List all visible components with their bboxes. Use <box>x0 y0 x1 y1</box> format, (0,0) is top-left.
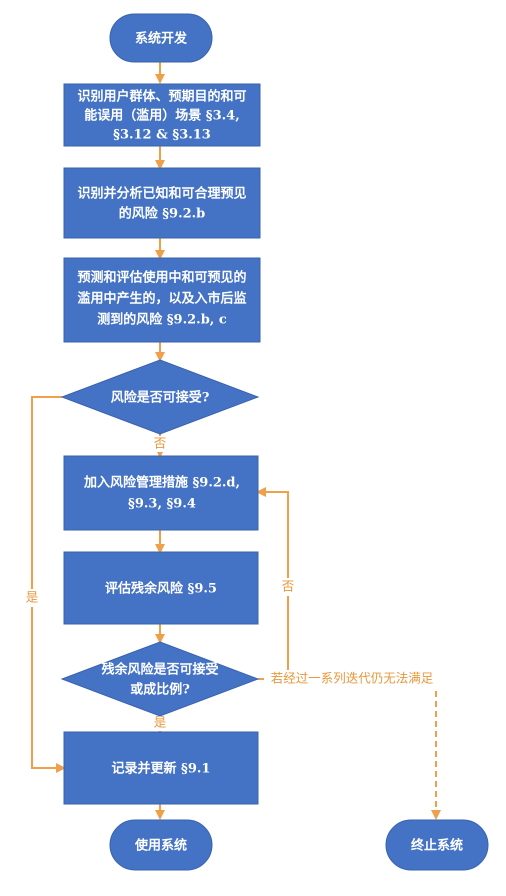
use-system-node-label: 使用系统 <box>134 838 187 854</box>
record-node-label: 记录并更新 §9.1 <box>112 761 211 777</box>
edge-label-fail-iterations: 若经过一系列迭代仍无法满足 <box>271 671 434 686</box>
identify-node-line1: 识别用户群体、预期目的和可 <box>77 89 246 105</box>
edge-label-yes-decision1: 是 <box>26 590 39 605</box>
residual-node: 评估残余风险 §9.5 <box>63 551 259 625</box>
decision2-node-line1: 残余风险是否可接受 <box>101 662 218 678</box>
use-system-node: 使用系统 <box>109 819 213 871</box>
estimate-node-line1: 预测和评估使用中和可预见的 <box>77 270 246 286</box>
identify-node-line2: 能误用（滥用）场景 §3.4, <box>84 108 239 124</box>
edge-label-yes-decision2: 是 <box>154 715 167 730</box>
identify-node: 识别用户群体、预期目的和可 能误用（滥用）场景 §3.4, §3.12 & §3… <box>63 83 261 147</box>
edge-label-no-decision2: 否 <box>282 579 295 594</box>
residual-node-label: 评估残余风险 §9.5 <box>105 581 217 597</box>
measures-node-line2: §9.3, §9.4 <box>128 497 196 512</box>
measures-node-line1: 加入风险管理措施 §9.2.d, <box>83 475 240 491</box>
measures-node: 加入风险管理措施 §9.2.d, §9.3, §9.4 <box>63 455 259 531</box>
arrow-decision2-fail-to-terminate <box>258 678 441 820</box>
decision1-node-label: 风险是否可接受? <box>111 390 210 406</box>
arrow-decision1-yes-to-record <box>31 396 66 773</box>
decision2-node: 残余风险是否可接受 或成比例? <box>60 641 260 717</box>
analyze-node-line2: 的风险 §9.2.b <box>119 206 206 222</box>
start-node-label: 系统开发 <box>135 31 188 47</box>
analyze-node: 识别并分析已知和可合理预见 的风险 §9.2.b <box>63 167 261 239</box>
estimate-node: 预测和评估使用中和可预见的 滥用中产生的，以及入市后监 测到的风险 §9.2.b… <box>63 257 261 343</box>
edge-label-no-decision1: 否 <box>154 436 167 451</box>
estimate-node-line3: 测到的风险 §9.2.b, c <box>97 312 227 328</box>
record-node: 记录并更新 §9.1 <box>63 731 259 805</box>
estimate-node-line2: 滥用中产生的，以及入市后监 <box>77 291 246 307</box>
start-node: 系统开发 <box>109 13 213 63</box>
decision2-node-line2: 或成比例? <box>130 682 190 698</box>
terminate-system-node-label: 终止系统 <box>411 838 463 854</box>
decision1-node: 风险是否可接受? <box>60 359 260 435</box>
identify-node-line3: §3.12 & §3.13 <box>113 128 211 143</box>
analyze-node-line1: 识别并分析已知和可合理预见 <box>77 186 246 202</box>
terminate-system-node: 终止系统 <box>385 819 489 871</box>
